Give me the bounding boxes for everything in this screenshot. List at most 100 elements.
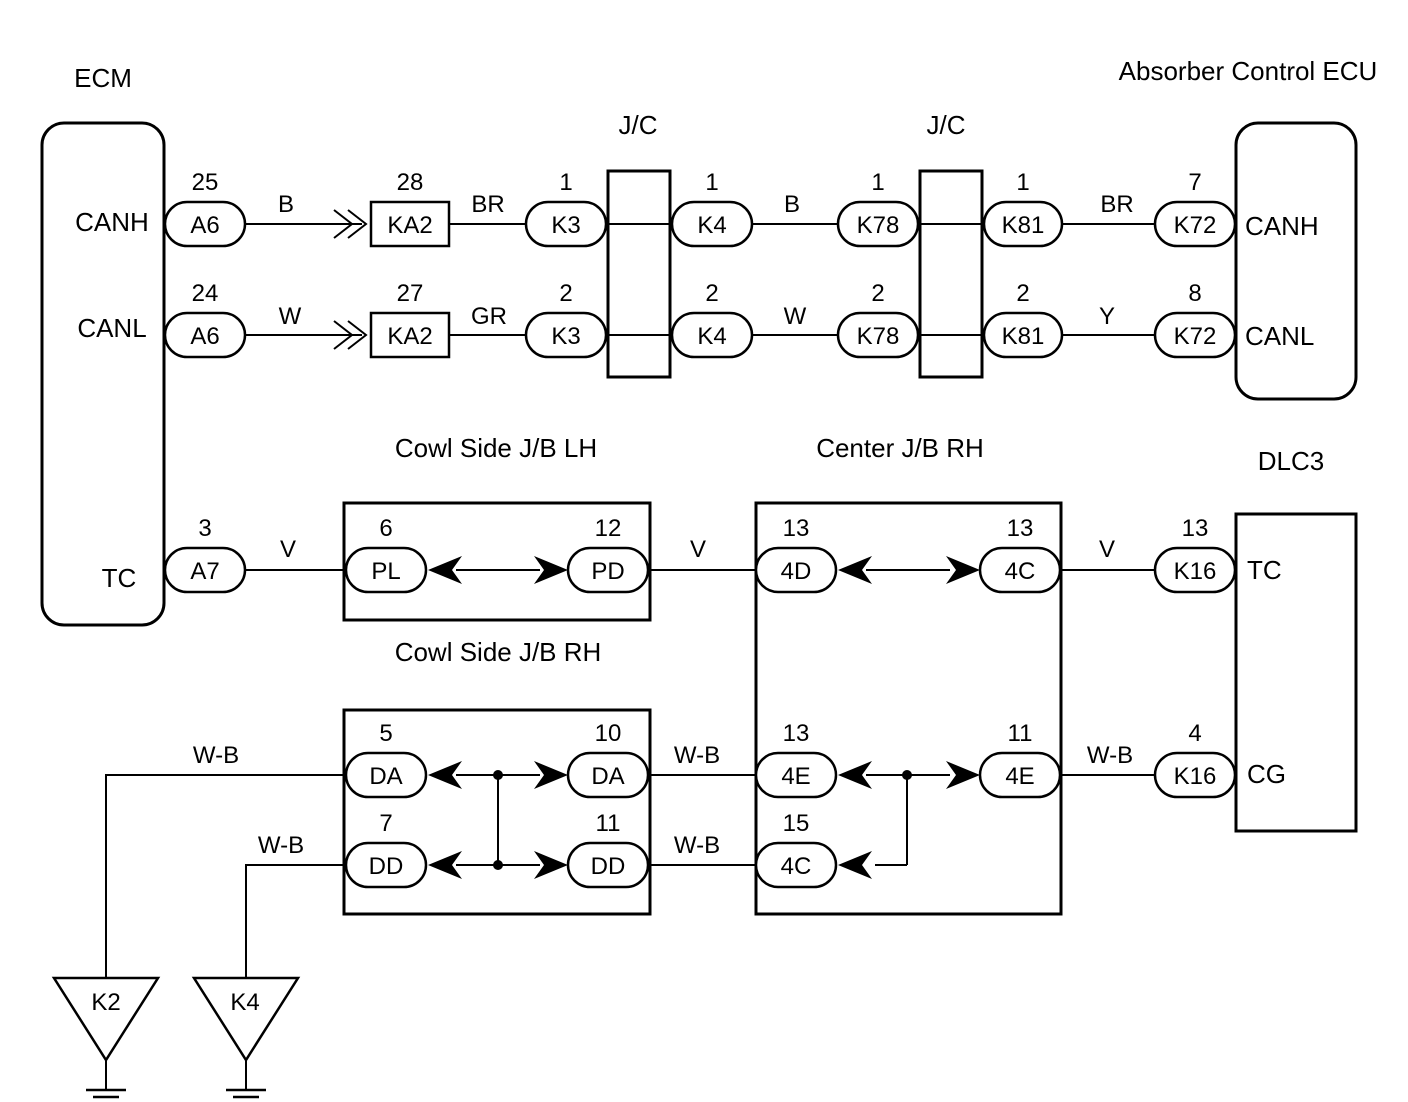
absorber-control-ecu: Absorber Control ECU CANH CANL bbox=[1119, 56, 1378, 401]
center-jb-title: Center J/B RH bbox=[816, 433, 984, 463]
absorber-canl-label: CANL bbox=[1245, 321, 1314, 351]
wire-label-canl-1: W bbox=[279, 303, 302, 330]
ground-point-k4: K4 bbox=[191, 976, 301, 1102]
connector-code: K72 bbox=[1174, 323, 1217, 350]
wire-label-cg-3: W-B bbox=[1087, 742, 1133, 769]
connector-code: K16 bbox=[1174, 763, 1217, 790]
connector-da-l: DA 5 bbox=[344, 720, 428, 799]
pin-number: 2 bbox=[705, 280, 718, 307]
wire-label-gnd-k4: W-B bbox=[258, 832, 304, 859]
connector-code: 4D bbox=[781, 558, 812, 585]
splice-dots bbox=[493, 770, 912, 870]
connector-code: A6 bbox=[190, 212, 219, 239]
connector-k3-h: K31 bbox=[524, 169, 608, 248]
ecm-unit: ECM CANH CANL TC bbox=[40, 63, 166, 627]
dlc3-unit: DLC3 TC CG bbox=[1234, 446, 1358, 833]
pin-number: 4 bbox=[1188, 720, 1201, 747]
pin-number: 24 bbox=[192, 280, 219, 307]
wire-label-canl-4: Y bbox=[1099, 303, 1115, 330]
pin-number: 5 bbox=[379, 720, 392, 747]
connector-code: K16 bbox=[1174, 558, 1217, 585]
connector-k72-l: K72 8 bbox=[1153, 280, 1237, 359]
inline-plug-symbol-canl bbox=[333, 320, 368, 350]
pin-number: 2 bbox=[1016, 280, 1029, 307]
pin-number: 6 bbox=[379, 515, 392, 542]
connector-code: K72 bbox=[1174, 212, 1217, 239]
pin-number: 8 bbox=[1188, 280, 1201, 307]
pin-number: 13 bbox=[1182, 515, 1209, 542]
wire-label-canl-2: GR bbox=[471, 303, 507, 330]
connector-pl: PL 6 bbox=[344, 515, 428, 594]
connector-code: KA2 bbox=[387, 212, 432, 239]
connector-k78-h: K78 1 bbox=[836, 169, 920, 248]
pin-number: 13 bbox=[783, 720, 810, 747]
connector-code: K78 bbox=[857, 212, 900, 239]
wire-label-cg-2: W-B bbox=[674, 832, 720, 859]
connector-code: DA bbox=[591, 763, 624, 790]
connector-code: DA bbox=[369, 763, 402, 790]
connector-c4e-r: 4E 11 bbox=[978, 720, 1062, 799]
pin-number: 11 bbox=[1008, 720, 1033, 747]
jb-arrowheads bbox=[428, 556, 980, 879]
connector-code: K3 bbox=[551, 323, 580, 350]
pin-number: 7 bbox=[379, 810, 392, 837]
ground-k4-label: K4 bbox=[230, 989, 259, 1016]
connector-k16-tc: K16 13 bbox=[1153, 515, 1237, 594]
connector-code: 4C bbox=[781, 853, 812, 880]
connector-k81-l: K81 2 bbox=[982, 280, 1064, 359]
connector-code: 4E bbox=[1005, 763, 1034, 790]
wire-color-labels: B BR B BR W GR W Y V V V W-B W-B W-B W-B… bbox=[193, 191, 1134, 859]
connector-code: A6 bbox=[190, 323, 219, 350]
connector-ka2-h: KA2 28 bbox=[369, 169, 451, 248]
dlc3-tc-label: TC bbox=[1247, 555, 1282, 585]
ecm-canh-label: CANH bbox=[75, 207, 149, 237]
junction-connector-2: J/C bbox=[918, 110, 984, 379]
connector-k4-h: K4 1 bbox=[670, 169, 754, 248]
connector-code: K78 bbox=[857, 323, 900, 350]
connector-k78-l: K78 2 bbox=[836, 280, 920, 359]
cowl-rh-title: Cowl Side J/B RH bbox=[395, 637, 602, 667]
connector-code: A7 bbox=[190, 558, 219, 585]
wire-label-tc-3: V bbox=[1099, 536, 1115, 563]
pin-number: 1 bbox=[871, 169, 884, 196]
junction-connector-1: J/C bbox=[606, 110, 672, 379]
ground-point-k2: K2 bbox=[51, 976, 161, 1102]
pin-number: 1 bbox=[705, 169, 718, 196]
connector-code: K81 bbox=[1002, 212, 1045, 239]
pin-number: 27 bbox=[397, 280, 424, 307]
dlc3-cg-label: CG bbox=[1247, 759, 1286, 789]
pin-number: 25 bbox=[192, 169, 219, 196]
cowl-lh-title: Cowl Side J/B LH bbox=[395, 433, 597, 463]
connector-k3-l: K3 2 bbox=[524, 280, 608, 359]
pin-number: 2 bbox=[871, 280, 884, 307]
connector-code: PL bbox=[371, 558, 400, 585]
wire-label-gnd-k2: W-B bbox=[193, 742, 239, 769]
connector-code: K4 bbox=[697, 323, 726, 350]
connector-code: K81 bbox=[1002, 323, 1045, 350]
pin-number: 1 bbox=[1016, 169, 1029, 196]
absorber-title: Absorber Control ECU bbox=[1119, 56, 1378, 86]
absorber-canh-label: CANH bbox=[1245, 211, 1319, 241]
connector-k16-cg: K16 4 bbox=[1153, 720, 1237, 799]
pin-number: 28 bbox=[397, 169, 424, 196]
connectors: A625KA228K31K41K781K811K727A624KA227K32K… bbox=[163, 169, 1237, 889]
wire-label-canh-3: B bbox=[784, 191, 800, 218]
dlc3-title: DLC3 bbox=[1258, 446, 1324, 476]
wire-label-canh-4: BR bbox=[1100, 191, 1133, 218]
wire-label-tc-2: V bbox=[690, 536, 706, 563]
connector-code: DD bbox=[369, 853, 404, 880]
wire-label-canh-2: BR bbox=[471, 191, 504, 218]
wire-label-tc-1: V bbox=[280, 536, 296, 563]
wire-label-cg-1: W-B bbox=[674, 742, 720, 769]
pin-number: 2 bbox=[559, 280, 572, 307]
connector-code: PD bbox=[591, 558, 624, 585]
pin-number: 1 bbox=[559, 169, 572, 196]
jc2-title: J/C bbox=[927, 110, 966, 140]
connector-code: K4 bbox=[697, 212, 726, 239]
pin-number: 15 bbox=[783, 810, 810, 837]
